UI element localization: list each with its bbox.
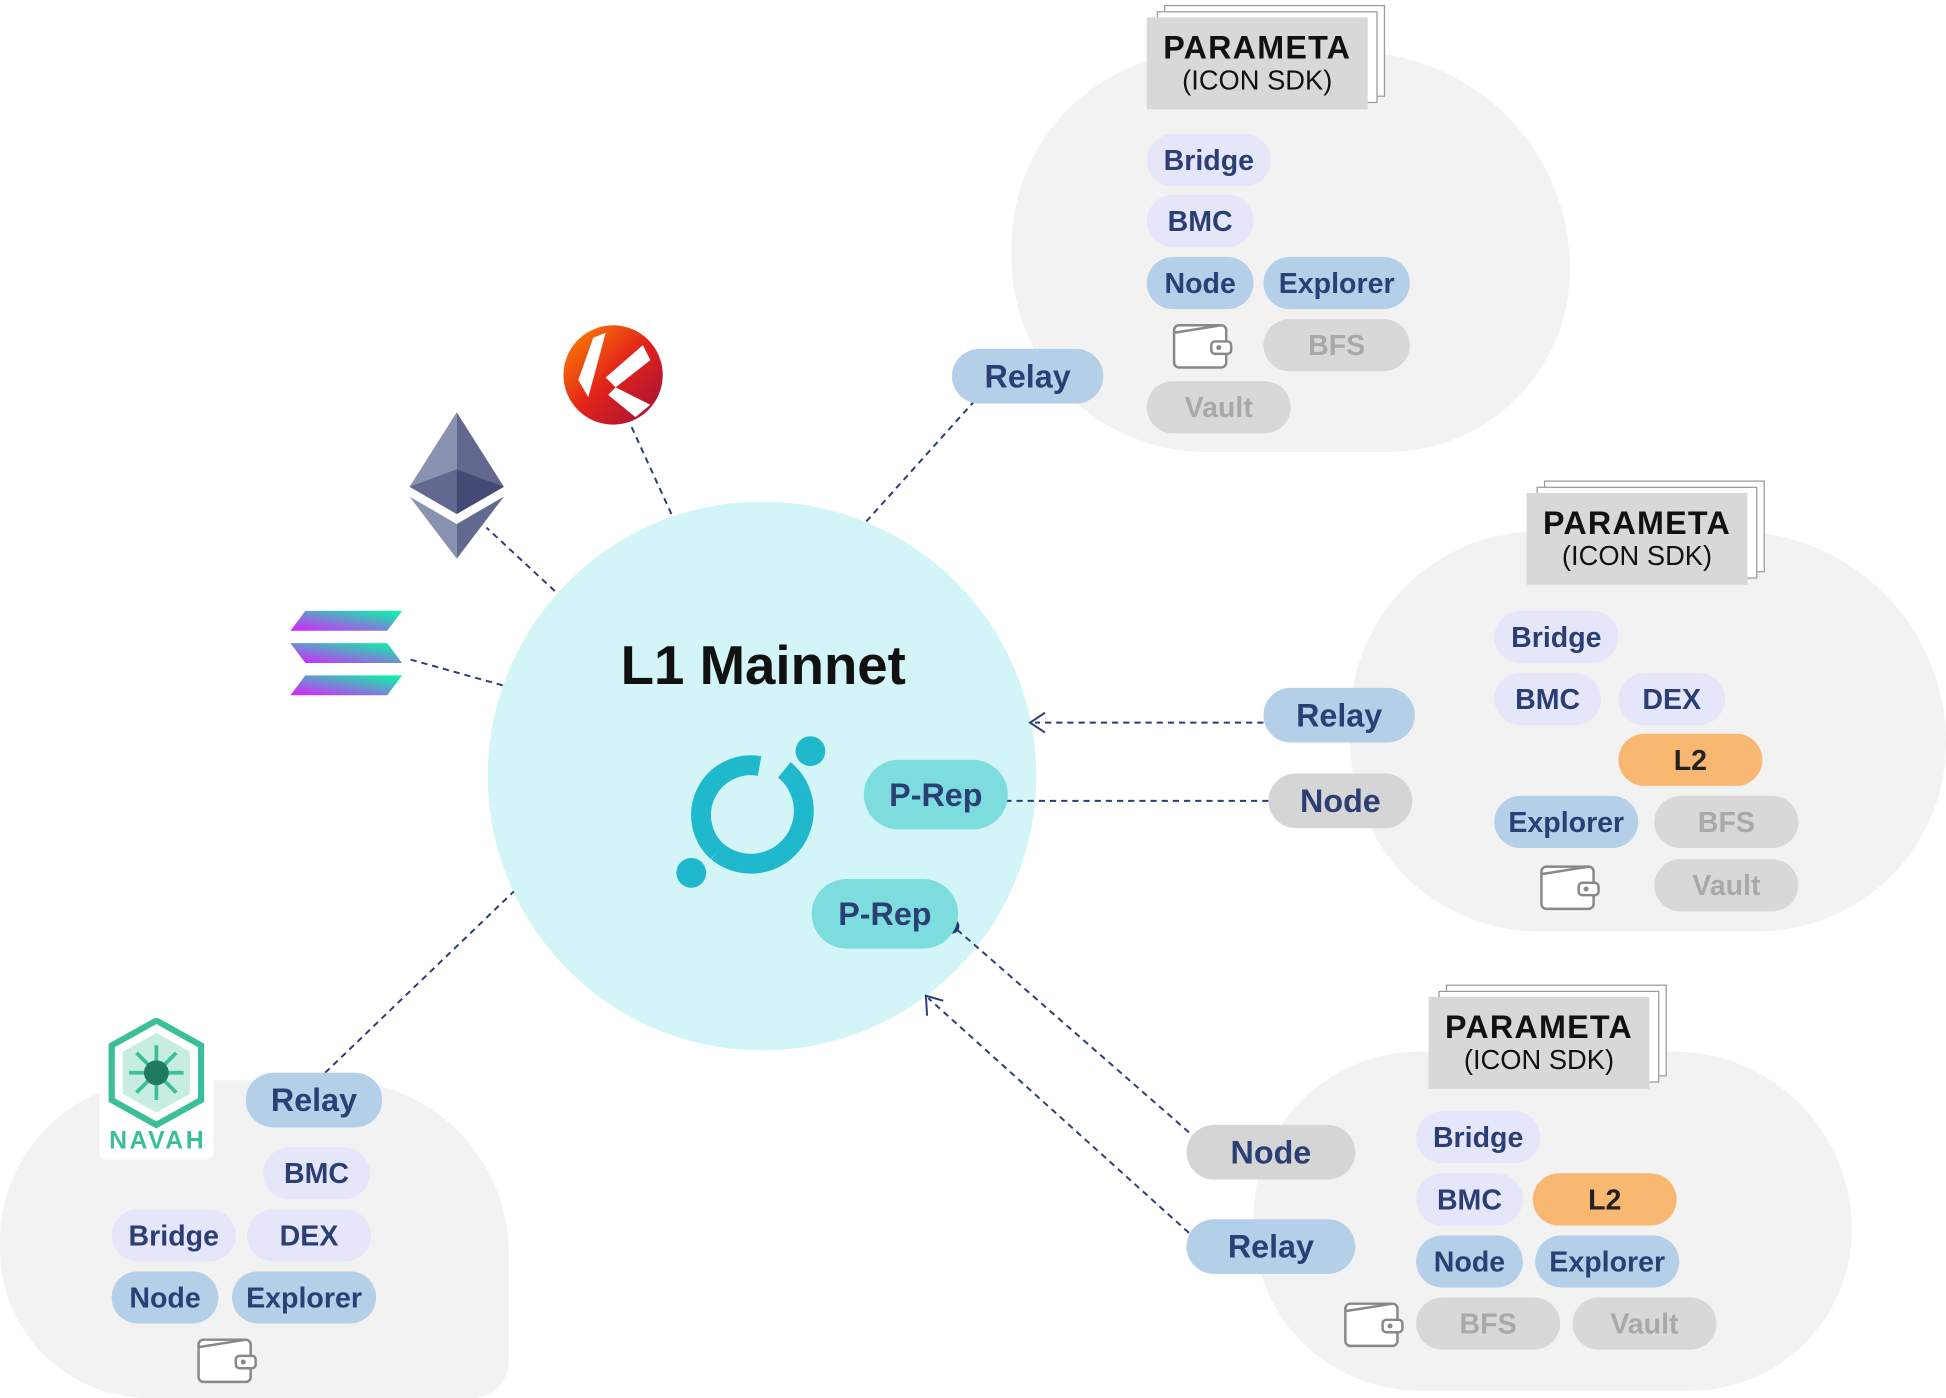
parameta-subtitle: (ICON SDK) — [1182, 64, 1333, 96]
bmc-pill[interactable]: BMC — [1416, 1173, 1523, 1226]
vault-pill[interactable]: Vault — [1572, 1297, 1717, 1350]
cluster-top-right-bg — [1011, 52, 1570, 452]
bfs-pill[interactable]: BFS — [1654, 795, 1799, 849]
solana-icon — [290, 610, 403, 696]
bridge-pill[interactable]: Bridge — [111, 1209, 236, 1262]
explorer-pill[interactable]: Explorer — [232, 1271, 377, 1324]
vault-pill[interactable]: Vault — [1654, 859, 1799, 912]
node-pill[interactable]: Node — [1146, 257, 1254, 310]
dex-pill[interactable]: DEX — [1618, 672, 1726, 726]
bmc-pill[interactable]: BMC — [1146, 194, 1254, 248]
bmc-pill[interactable]: BMC — [1494, 672, 1602, 726]
navah-logo-text: NAVAH — [109, 1127, 207, 1155]
bridge-pill[interactable]: Bridge — [1416, 1111, 1541, 1164]
parameta-card-top: PARAMETA (ICON SDK) — [1146, 4, 1386, 110]
bfs-pill[interactable]: BFS — [1263, 319, 1410, 372]
icon-logo — [676, 736, 826, 888]
wallet-icon — [1344, 1302, 1404, 1348]
relay-pill-top[interactable]: Relay — [951, 348, 1104, 404]
vault-pill[interactable]: Vault — [1146, 381, 1291, 434]
line-relay-bottom — [927, 997, 1190, 1234]
node-pill-middle-link[interactable]: Node — [1268, 773, 1413, 829]
bmc-pill[interactable]: BMC — [263, 1147, 370, 1200]
mainnet-title: L1 Mainnet — [620, 635, 906, 697]
cluster-middle-right-bg — [1350, 531, 1946, 932]
wallet-icon — [197, 1338, 257, 1384]
node-pill-bottom-link[interactable]: Node — [1186, 1124, 1356, 1180]
node-pill[interactable]: Node — [111, 1271, 219, 1324]
explorer-pill[interactable]: Explorer — [1263, 257, 1410, 310]
parameta-title: PARAMETA — [1444, 1008, 1633, 1046]
line-navah — [324, 890, 515, 1074]
relay-pill-middle[interactable]: Relay — [1263, 687, 1415, 743]
bridge-pill[interactable]: Bridge — [1146, 134, 1271, 187]
wallet-icon — [1172, 324, 1233, 369]
explorer-pill[interactable]: Explorer — [1494, 795, 1639, 849]
ethereum-icon — [409, 412, 504, 559]
relay-pill-bottom[interactable]: Relay — [1186, 1219, 1356, 1274]
parameta-subtitle: (ICON SDK) — [1463, 1044, 1615, 1076]
line-klaytn — [629, 424, 673, 515]
wallet-icon — [1540, 865, 1600, 911]
relay-pill-left[interactable]: Relay — [245, 1072, 383, 1128]
dex-pill[interactable]: DEX — [246, 1209, 372, 1262]
line-ethereum — [485, 526, 556, 592]
arrow-head-middle — [1028, 711, 1046, 734]
bridge-pill[interactable]: Bridge — [1494, 610, 1619, 664]
node-pill[interactable]: Node — [1416, 1235, 1523, 1288]
parameta-title: PARAMETA — [1542, 504, 1732, 542]
line-relay-top — [865, 399, 977, 523]
l2-pill[interactable]: L2 — [1532, 1173, 1677, 1226]
navah-emblem-icon — [108, 1018, 205, 1129]
prep-pill-2[interactable]: P-Rep — [811, 879, 959, 949]
klaytn-icon — [563, 325, 663, 425]
parameta-subtitle: (ICON SDK) — [1561, 540, 1713, 572]
line-node-bottom — [952, 925, 1190, 1134]
parameta-title: PARAMETA — [1163, 28, 1352, 66]
line-solana — [409, 658, 503, 687]
parameta-card-middle: PARAMETA (ICON SDK) — [1526, 480, 1765, 585]
l2-pill[interactable]: L2 — [1618, 733, 1763, 786]
parameta-card-bottom: PARAMETA (ICON SDK) — [1428, 984, 1667, 1089]
explorer-pill[interactable]: Explorer — [1535, 1235, 1680, 1288]
navah-logo — [99, 1013, 214, 1160]
arrow-head-bottom — [924, 994, 944, 1016]
prep-pill-1[interactable]: P-Rep — [863, 759, 1008, 830]
bfs-pill[interactable]: BFS — [1416, 1297, 1561, 1350]
